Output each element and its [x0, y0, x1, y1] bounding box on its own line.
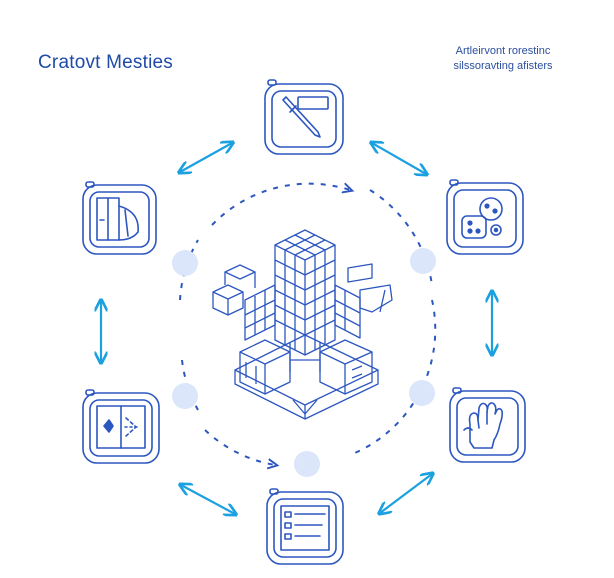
node-bottom	[266, 488, 344, 565]
connector-arrows	[101, 143, 492, 514]
ring-dot	[172, 250, 198, 276]
arrow-top-right	[372, 143, 426, 174]
arrow-bottom-right	[380, 474, 432, 513]
node-top	[264, 79, 344, 155]
page-title: Cratovt Mesties	[38, 52, 173, 73]
node-upper-right	[446, 179, 524, 255]
dice-cluster-icon	[461, 197, 503, 239]
node-lower-left	[82, 389, 160, 464]
hand-gesture-icon	[463, 402, 504, 449]
node-upper-left	[82, 181, 157, 255]
page-subtitle: Artleirvont rorestinc silssoravting afis…	[428, 44, 578, 74]
ring-dot	[294, 451, 320, 477]
ring-dot	[410, 248, 436, 274]
isometric-building-cube-icon	[212, 229, 393, 420]
subtitle-line-1: Artleirvont rorestinc	[455, 45, 551, 57]
ring-dot	[172, 383, 198, 409]
arrow-top-left	[180, 143, 232, 172]
ring-dots	[172, 248, 436, 477]
book-document-icon	[96, 197, 139, 241]
dashed-ring	[179, 184, 437, 465]
ring-dot	[409, 380, 435, 406]
list-document-icon	[280, 505, 330, 551]
subtitle-line-2: silssoravting afisters	[453, 60, 553, 72]
arrow-bottom-left	[181, 485, 235, 514]
split-panel-icon	[96, 405, 146, 449]
node-lower-right	[449, 387, 526, 463]
pen-tablet-icon	[282, 96, 329, 138]
